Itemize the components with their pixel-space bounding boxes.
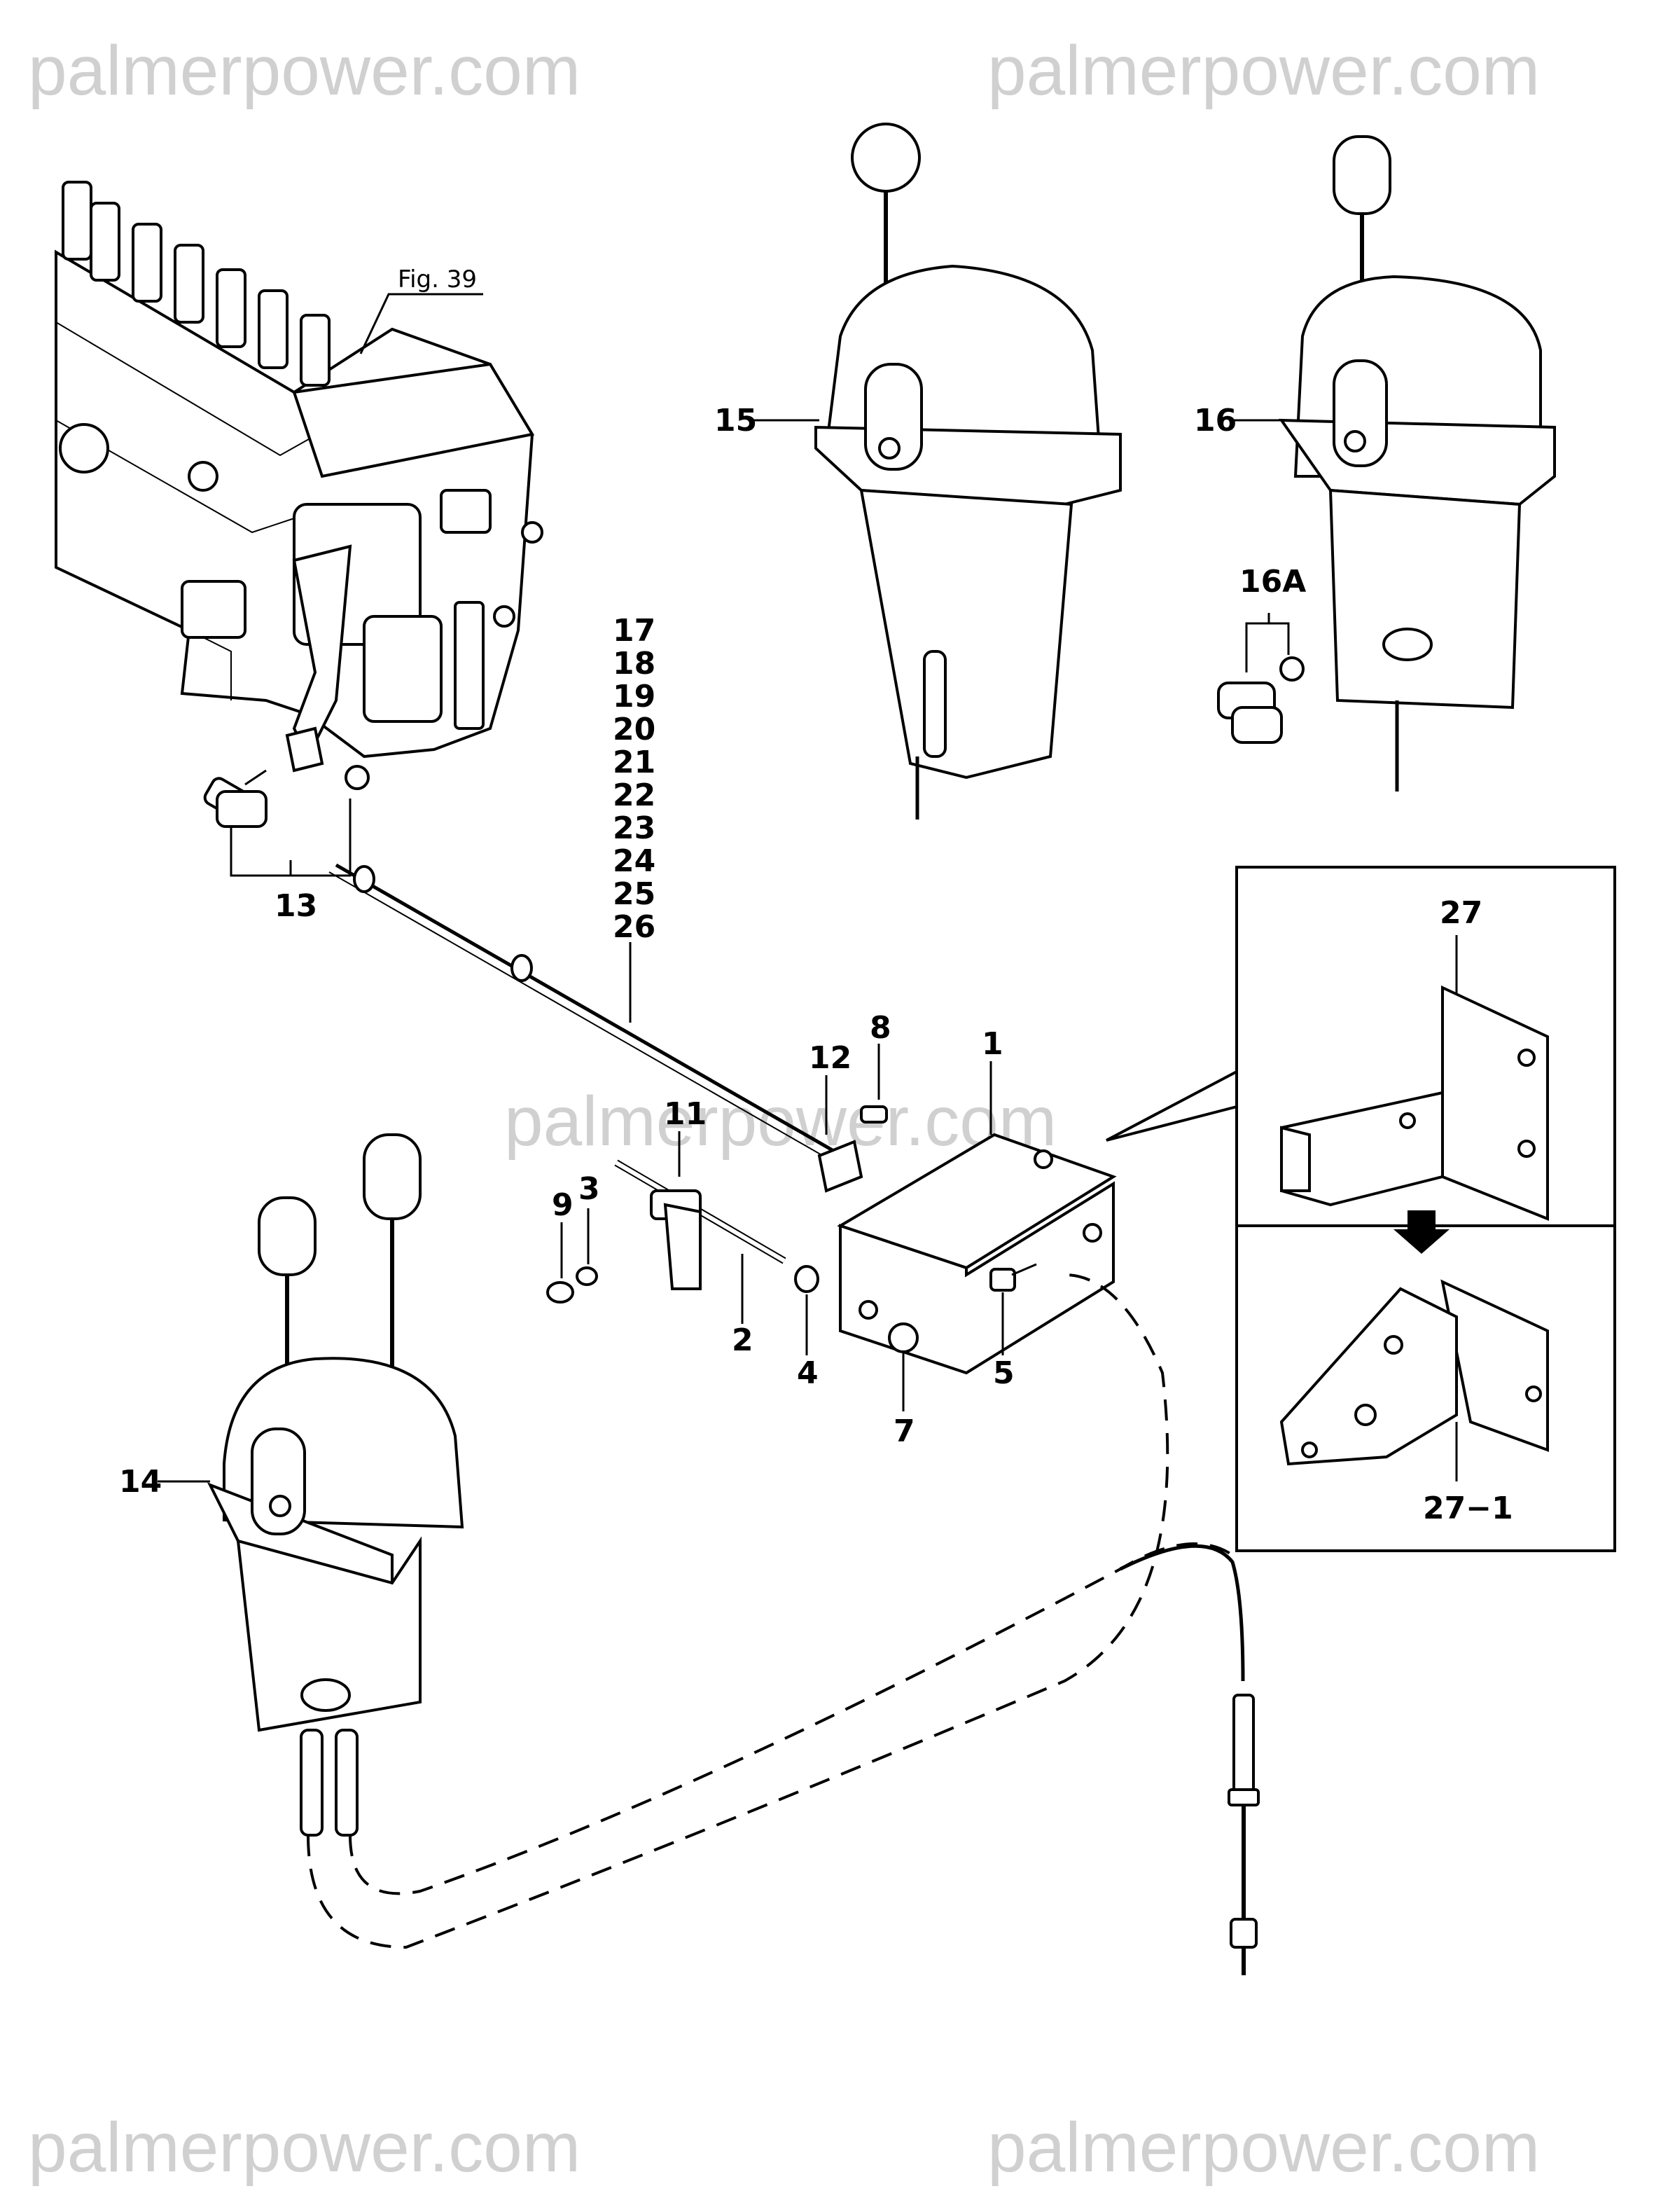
label-13: 13	[274, 888, 317, 924]
label-26: 26	[613, 909, 655, 945]
label-21: 21	[613, 745, 655, 780]
label-20: 20	[613, 712, 655, 747]
label-27: 27	[1440, 895, 1482, 931]
label-14: 14	[119, 1464, 162, 1500]
label-23: 23	[613, 810, 655, 846]
bolt-8	[860, 1105, 888, 1124]
label-1: 1	[982, 1026, 1003, 1062]
control-cable-route-a	[307, 1273, 1169, 1949]
bracket-16a	[1245, 622, 1290, 672]
label-19: 19	[613, 679, 655, 714]
clevis-13	[203, 765, 370, 828]
control-cable-solid	[1119, 1544, 1245, 1682]
clevis-16a	[1217, 656, 1305, 744]
watermark-top-left: palmerpower.com	[28, 32, 581, 110]
label-25: 25	[613, 876, 655, 912]
watermark-bottom-left: palmerpower.com	[28, 2108, 581, 2187]
label-9: 9	[552, 1187, 574, 1223]
label-3: 3	[578, 1171, 600, 1207]
cable-17-26	[328, 863, 856, 1170]
label-8: 8	[870, 1010, 891, 1046]
label-12: 12	[809, 1040, 852, 1076]
label-17: 17	[613, 613, 655, 649]
bracket-27	[1280, 985, 1549, 1221]
control-head-16	[1279, 135, 1556, 792]
label-7: 7	[894, 1413, 915, 1449]
nut-9	[546, 1281, 574, 1304]
bracket-27-1	[1279, 1279, 1549, 1466]
cable-parts-list: 17 18 19 20 21 22 23 24 25 26	[613, 613, 655, 945]
label-11: 11	[664, 1096, 707, 1132]
down-arrow-icon	[1393, 1210, 1450, 1254]
label-22: 22	[613, 777, 655, 813]
washer-3	[576, 1266, 598, 1286]
label-18: 18	[613, 646, 655, 682]
control-cable-route-b	[349, 1542, 1234, 1895]
bolt-5	[989, 1263, 1037, 1292]
control-head-14	[207, 1133, 464, 1837]
watermark-top-right: palmerpower.com	[987, 32, 1540, 110]
label-2: 2	[732, 1322, 753, 1358]
washer-4	[794, 1265, 819, 1293]
label-4: 4	[797, 1355, 819, 1391]
fig39-leader	[359, 293, 483, 354]
clamp-12	[817, 1140, 863, 1193]
label-15: 15	[714, 403, 757, 438]
label-16: 16	[1194, 403, 1237, 438]
plate-11	[663, 1203, 702, 1290]
injection-pump	[55, 181, 543, 773]
watermark-bottom-right: palmerpower.com	[987, 2108, 1540, 2187]
fig39-reference: Fig. 39	[398, 265, 477, 293]
label-5: 5	[993, 1355, 1015, 1391]
nut-7	[888, 1322, 919, 1353]
label-27-1: 27−1	[1423, 1491, 1513, 1526]
control-head-15	[814, 123, 1122, 820]
cable-end-fitting	[1228, 1694, 1260, 1975]
bracket-1	[837, 1133, 1117, 1375]
label-24: 24	[613, 843, 655, 879]
label-16a: 16A	[1239, 564, 1306, 600]
